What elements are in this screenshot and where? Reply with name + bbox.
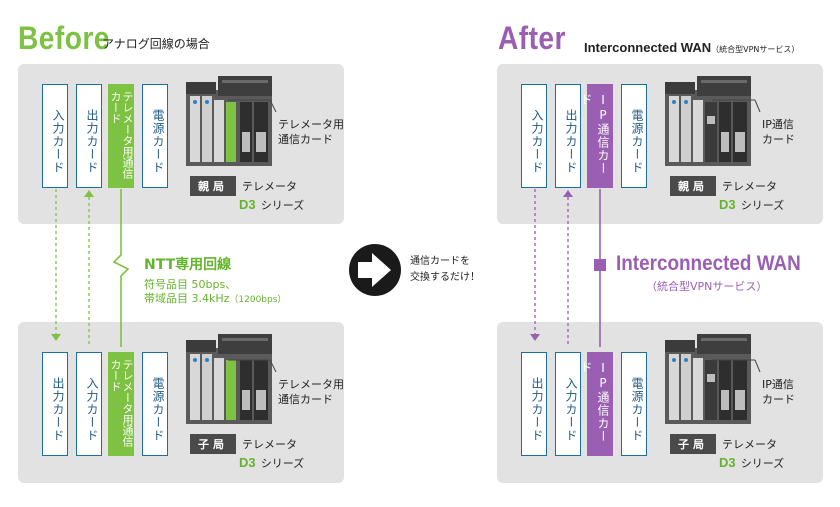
after-child-power-card: 電源カード [621, 352, 647, 456]
after-child-ip-label: IP通信 カード [762, 377, 795, 407]
before-child-output-card: 出力カード [42, 352, 68, 456]
before-parent-telemeter-card: テレメータ用通信カード [108, 84, 134, 188]
before-arrow-up [84, 190, 94, 197]
after-parent-device [663, 72, 755, 168]
before-child-device [184, 330, 276, 426]
ntt-block: NTT専用回線 符号品目 50bps、 帯域品目 3.4kHz（1200bps） [144, 254, 286, 307]
child-badge: 子局 [670, 434, 716, 454]
after-parent-panel [497, 64, 823, 224]
station-telemeter: テレメータ [242, 180, 297, 193]
after-arrow-up [563, 190, 573, 197]
before-child-station: 子局 テレメータ [190, 434, 297, 454]
label-line: 通信カード [278, 393, 333, 406]
label-line: IP通信 [762, 118, 794, 131]
ntt-line1: 符号品目 50bps、 [144, 278, 237, 291]
series-prefix: D3 [239, 455, 256, 470]
ntt-line2-paren: （1200bps） [229, 295, 287, 305]
after-parent-input-card: 入力カード [521, 84, 547, 188]
before-parent-station: 親局 テレメータ [190, 176, 297, 196]
child-badge: 子局 [190, 434, 236, 454]
before-parent-telemeter-label: テレメータ用 通信カード [278, 117, 344, 147]
before-title: Before [18, 20, 110, 56]
telemeter-device-icon [186, 76, 272, 166]
ntt-title: NTT専用回線 [144, 257, 232, 273]
before-parent-output-card: 出力カード [76, 84, 102, 188]
before-child-power-card: 電源カード [142, 352, 168, 456]
after-subtitle: Interconnected WAN（統合型VPNサービス） [584, 37, 799, 56]
before-child-series: D3 シリーズ [239, 452, 304, 471]
after-child-input-card: 入力カード [555, 352, 581, 456]
series-prefix: D3 [719, 455, 736, 470]
before-parent-input-card: 入力カード [42, 84, 68, 188]
ntt-line [112, 189, 130, 347]
label-line: テレメータ用 [278, 378, 344, 391]
label-line: IP通信 [762, 378, 794, 391]
before-child-panel [18, 322, 344, 483]
label-line: テレメータ用 [278, 118, 344, 131]
after-subtitle-main: Interconnected WAN [584, 40, 712, 55]
parent-badge: 親局 [670, 176, 716, 196]
before-parent-panel [18, 64, 344, 224]
before-child-telemeter-card: テレメータ用通信カード [108, 352, 134, 456]
ip-device-icon [665, 76, 751, 166]
label-line: 通信カード [278, 133, 333, 146]
series-prefix: D3 [719, 197, 736, 212]
wan-subtitle: （統合型VPNサービス） [646, 280, 768, 293]
station-telemeter: テレメータ [722, 180, 777, 193]
ntt-line2: 帯域品目 3.4kHz（1200bps） [144, 292, 286, 307]
exchange-text-line1: 通信カードを [410, 256, 470, 267]
station-telemeter: テレメータ [722, 438, 777, 451]
telemeter-device-icon [186, 334, 272, 424]
after-child-panel [497, 322, 823, 483]
after-parent-output-card: 出力カード [555, 84, 581, 188]
exchange-text: 通信カードを 交換するだけ！ [410, 254, 480, 286]
before-child-telemeter-label: テレメータ用 通信カード [278, 377, 344, 407]
label-line: カード [762, 133, 795, 146]
ip-device-icon [665, 334, 751, 424]
before-arrow-down [51, 334, 61, 341]
station-telemeter: テレメータ [242, 438, 297, 451]
exchange-arrow-icon [358, 253, 391, 287]
after-parent-power-card: 電源カード [621, 84, 647, 188]
series-suffix: シリーズ [740, 199, 785, 212]
series-prefix: D3 [239, 197, 256, 212]
after-parent-ip-label: IP通信 カード [762, 117, 795, 147]
after-arrow-down [530, 334, 540, 341]
before-parent-device [184, 72, 276, 168]
before-parent-power-card: 電源カード [142, 84, 168, 188]
exchange-text-line2: 交換するだけ！ [410, 272, 480, 283]
after-child-series: D3 シリーズ [719, 452, 784, 471]
after-child-device [663, 330, 755, 426]
wan-marker [594, 259, 606, 271]
after-parent-station: 親局 テレメータ [670, 176, 777, 196]
before-subtitle: アナログ回線の場合 [102, 37, 210, 51]
after-child-station: 子局 テレメータ [670, 434, 777, 454]
before-child-input-card: 入力カード [76, 352, 102, 456]
series-suffix: シリーズ [260, 199, 305, 212]
label-line: カード [762, 393, 795, 406]
after-subtitle-paren: （統合型VPNサービス） [711, 45, 800, 54]
before-parent-series: D3 シリーズ [239, 194, 304, 213]
after-parent-series: D3 シリーズ [719, 194, 784, 213]
series-suffix: シリーズ [740, 457, 785, 470]
ntt-line2-main: 帯域品目 3.4kHz [144, 292, 230, 305]
after-child-output-card: 出力カード [521, 352, 547, 456]
wan-title: Interconnected WAN [616, 252, 801, 275]
parent-badge: 親局 [190, 176, 236, 196]
after-title: After [498, 20, 566, 56]
series-suffix: シリーズ [260, 457, 305, 470]
